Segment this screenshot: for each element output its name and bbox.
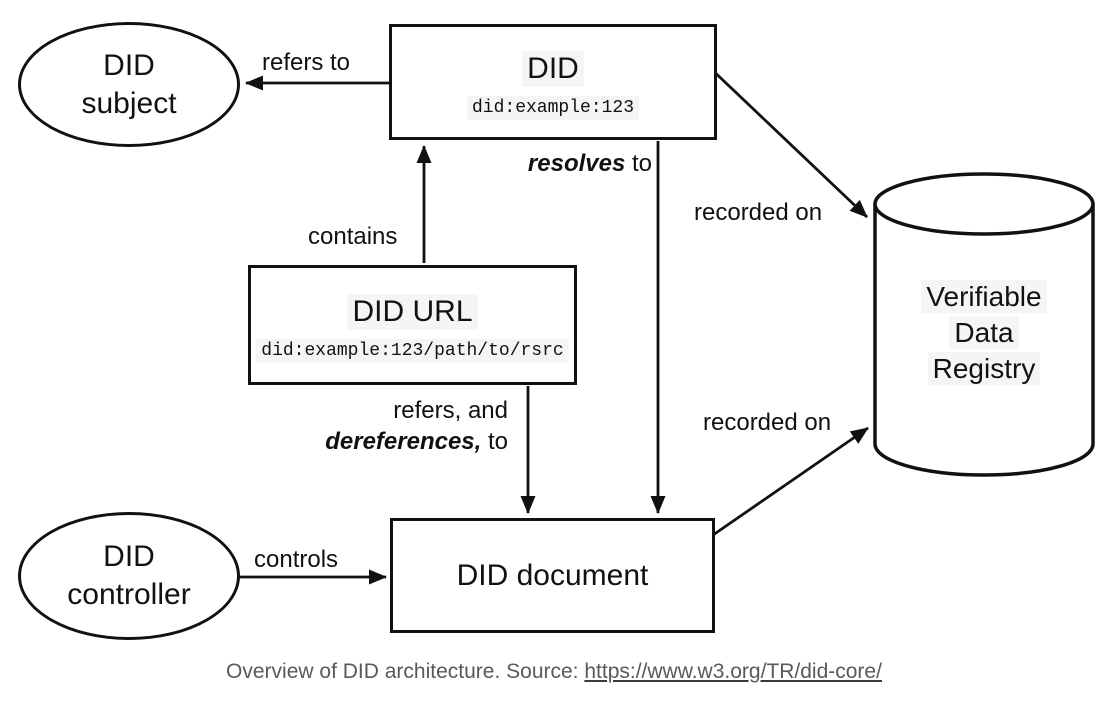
caption: Overview of DID architecture. Source: ht… [0, 660, 1108, 684]
edge-label-contains: contains [308, 223, 398, 250]
arrow-recorded-on-bottom [712, 426, 869, 537]
edge-label-resolves-em: resolves [527, 150, 626, 177]
did-node-value: did:example:123 [466, 95, 640, 120]
did-controller-node: DID controller [18, 512, 240, 640]
did-controller-label-line2: controller [67, 578, 191, 611]
did-url-node-title: DID URL [347, 293, 478, 330]
edge-label-deref-em: dereferences, [325, 428, 482, 455]
edge-label-refers-to: refers to [262, 49, 351, 76]
did-url-node: DID URL did:example:123/path/to/rsrc [248, 265, 577, 385]
did-document-node-title: DID document [456, 558, 649, 592]
did-subject-node: DID subject [18, 22, 240, 147]
did-node: DID did:example:123 [389, 24, 717, 140]
caption-link[interactable]: https://www.w3.org/TR/did-core/ [584, 660, 882, 683]
did-controller-label-line1: DID [103, 540, 155, 573]
did-url-node-value: did:example:123/path/to/rsrc [256, 338, 569, 363]
edge-label-recorded-on-top: recorded on [694, 199, 823, 226]
arrow-recorded-on-top [706, 63, 868, 219]
edge-label-resolves-rest: to [625, 150, 652, 177]
registry-label-line2: Data [949, 316, 1019, 349]
registry-label-line3: Registry [927, 352, 1041, 385]
edge-label-deref-line1: refers, and [393, 397, 508, 424]
registry-node-label: Verifiable Data Registry [876, 279, 1092, 387]
edge-label-resolves-to: resolves to [460, 148, 652, 179]
registry-label-line1: Verifiable [921, 280, 1047, 313]
did-subject-label-line1: DID [103, 48, 155, 82]
edge-label-recorded-on-bottom: recorded on [703, 409, 832, 436]
edge-label-controls: controls [254, 546, 339, 573]
edge-label-deref-rest: to [481, 428, 508, 455]
caption-text: Overview of DID architecture. Source: [226, 660, 585, 683]
did-node-title: DID [522, 50, 584, 87]
did-document-node: DID document [390, 518, 715, 633]
edge-label-refers-dereferences-to: refers, and dereferences, to [320, 395, 508, 457]
did-subject-label-line2: subject [81, 86, 177, 120]
